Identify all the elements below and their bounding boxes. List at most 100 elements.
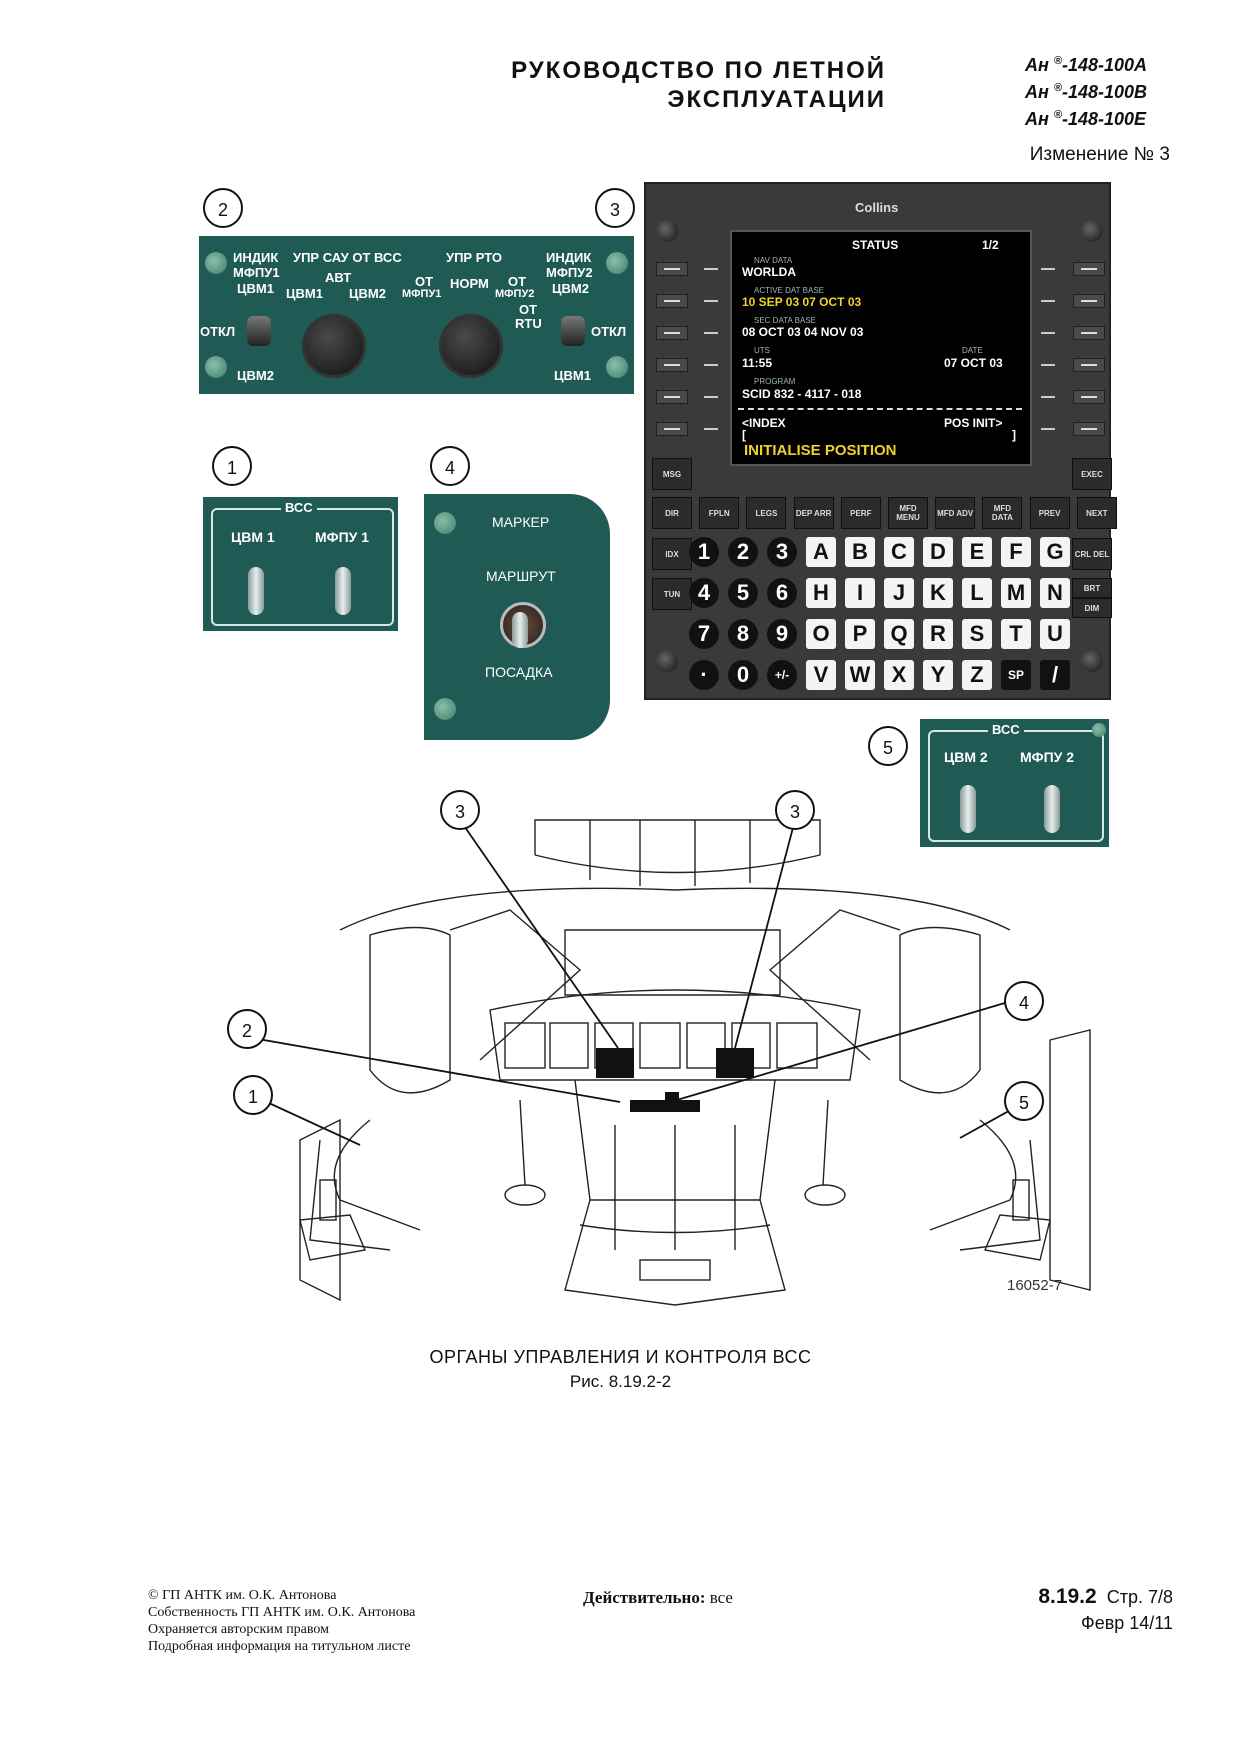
lsk-6r[interactable] bbox=[1073, 422, 1105, 436]
key-alpha-3-7[interactable]: Z bbox=[962, 660, 992, 690]
label-otkl-right: ОТКЛ bbox=[591, 324, 627, 339]
key-alpha-0-7[interactable]: E bbox=[962, 537, 992, 567]
lsk-1r[interactable] bbox=[1073, 262, 1105, 276]
key-alpha-2-4[interactable]: P bbox=[845, 619, 875, 649]
func-key-fpln[interactable]: FPLN bbox=[699, 497, 740, 529]
clr-del-key[interactable]: CRL DEL bbox=[1072, 538, 1112, 570]
dim-key[interactable]: DIM bbox=[1072, 598, 1112, 618]
key-num-2-0[interactable]: 7 bbox=[689, 619, 719, 649]
model-2: Ан ®-148-100В bbox=[1025, 82, 1148, 102]
lsk-5r[interactable] bbox=[1073, 390, 1105, 404]
msg-key[interactable]: MSG bbox=[652, 458, 692, 490]
key-alpha-2-5[interactable]: Q bbox=[884, 619, 914, 649]
key-alpha-1-7[interactable]: L bbox=[962, 578, 992, 608]
key-num-1-2[interactable]: 6 bbox=[767, 578, 797, 608]
key-alpha-2-6[interactable]: R bbox=[923, 619, 953, 649]
screw-icon bbox=[205, 252, 227, 274]
toggle-tsvm-2[interactable] bbox=[960, 785, 976, 833]
toggle-marker[interactable] bbox=[512, 612, 528, 648]
key-alpha-1-6[interactable]: K bbox=[923, 578, 953, 608]
panel-4: МАРКЕР МАРШРУТ ПОСАДКА bbox=[424, 494, 610, 740]
key-alpha-3-4[interactable]: W bbox=[845, 660, 875, 690]
idx-key[interactable]: IDX bbox=[652, 538, 692, 570]
key-alpha-3-9[interactable]: / bbox=[1040, 660, 1070, 690]
key-alpha-2-9[interactable]: U bbox=[1040, 619, 1070, 649]
key-alpha-2-3[interactable]: O bbox=[806, 619, 836, 649]
upr-sau-selector-knob[interactable] bbox=[302, 314, 366, 378]
lsk-3l[interactable] bbox=[656, 326, 688, 340]
key-num-3-0[interactable]: · bbox=[689, 660, 719, 690]
key-num-0-1[interactable]: 2 bbox=[728, 537, 758, 567]
key-num-3-2[interactable]: +/- bbox=[767, 660, 797, 690]
exec-key[interactable]: EXEC bbox=[1072, 458, 1112, 490]
key-num-2-2[interactable]: 9 bbox=[767, 619, 797, 649]
upr-rto-selector-knob[interactable] bbox=[439, 314, 503, 378]
title-line-2: ЭКСПЛУАТАЦИИ bbox=[667, 86, 886, 113]
key-alpha-0-3[interactable]: A bbox=[806, 537, 836, 567]
label-marker: МАРКЕР bbox=[492, 514, 550, 530]
label-mfpu-1: МФПУ 1 bbox=[315, 529, 370, 545]
figure-number: Рис. 8.19.2-2 bbox=[569, 1372, 672, 1391]
key-alpha-1-5[interactable]: J bbox=[884, 578, 914, 608]
toggle-mfpu-2[interactable] bbox=[1044, 785, 1060, 833]
screw-icon bbox=[606, 356, 628, 378]
callout-2-drawing: 2 bbox=[227, 1009, 267, 1049]
key-alpha-0-6[interactable]: D bbox=[923, 537, 953, 567]
label-indik-left: ИНДИК bbox=[233, 250, 279, 265]
key-alpha-0-9[interactable]: G bbox=[1040, 537, 1070, 567]
lsk-4r[interactable] bbox=[1073, 358, 1105, 372]
uts-value: 11:55 bbox=[742, 356, 773, 370]
cockpit-overview-drawing bbox=[251, 819, 1091, 1306]
func-key-perf[interactable]: PERF bbox=[840, 497, 881, 529]
key-alpha-1-4[interactable]: I bbox=[845, 578, 875, 608]
key-num-0-0[interactable]: 1 bbox=[689, 537, 719, 567]
brt-key[interactable]: BRT bbox=[1072, 578, 1112, 598]
manual-title: РУКОВОДСТВО ПО ЛЕТНОЙ ЭКСПЛУАТАЦИИ bbox=[511, 56, 886, 114]
func-key-prev[interactable]: PREV bbox=[1029, 497, 1070, 529]
func-key-mfd-adv[interactable]: MFD ADV bbox=[935, 497, 976, 529]
footer-copyright-block: © ГП АНТК им. О.К. Антонова Собственност… bbox=[148, 1587, 415, 1655]
func-key-dep-arr[interactable]: DEP ARR bbox=[793, 497, 834, 529]
toggle-indik-left[interactable] bbox=[247, 316, 271, 346]
key-alpha-1-3[interactable]: H bbox=[806, 578, 836, 608]
key-alpha-3-8[interactable]: SP bbox=[1001, 660, 1031, 690]
lsk-2r[interactable] bbox=[1073, 294, 1105, 308]
key-alpha-3-3[interactable]: V bbox=[806, 660, 836, 690]
tun-key[interactable]: TUN bbox=[652, 578, 692, 610]
key-num-3-1[interactable]: 0 bbox=[728, 660, 758, 690]
key-alpha-1-9[interactable]: N bbox=[1040, 578, 1070, 608]
lsk-5l[interactable] bbox=[656, 390, 688, 404]
lsk-mark bbox=[704, 268, 718, 270]
func-key-dir[interactable]: DIR bbox=[652, 497, 692, 529]
key-alpha-2-7[interactable]: S bbox=[962, 619, 992, 649]
label-tsvm2-right: ЦВМ2 bbox=[552, 281, 589, 296]
func-key-legs[interactable]: LEGS bbox=[746, 497, 787, 529]
func-key-mfd-data[interactable]: MFD DATA bbox=[982, 497, 1023, 529]
key-num-2-1[interactable]: 8 bbox=[728, 619, 758, 649]
callout-5-drawing: 5 bbox=[1004, 1081, 1044, 1121]
key-alpha-0-5[interactable]: C bbox=[884, 537, 914, 567]
key-alpha-3-5[interactable]: X bbox=[884, 660, 914, 690]
panel-5-title: ВСС bbox=[988, 722, 1024, 737]
toggle-tsvm-1[interactable] bbox=[248, 567, 264, 615]
key-alpha-2-8[interactable]: T bbox=[1001, 619, 1031, 649]
lsk-6l[interactable] bbox=[656, 422, 688, 436]
key-alpha-0-4[interactable]: B bbox=[845, 537, 875, 567]
lsk-1l[interactable] bbox=[656, 262, 688, 276]
lsk-4l[interactable] bbox=[656, 358, 688, 372]
key-alpha-1-8[interactable]: M bbox=[1001, 578, 1031, 608]
func-key-mfd-menu[interactable]: MFD MENU bbox=[888, 497, 928, 529]
func-key-next[interactable]: NEXT bbox=[1076, 497, 1117, 529]
key-alpha-3-6[interactable]: Y bbox=[923, 660, 953, 690]
key-num-1-1[interactable]: 5 bbox=[728, 578, 758, 608]
key-num-1-0[interactable]: 4 bbox=[689, 578, 719, 608]
key-num-0-2[interactable]: 3 bbox=[767, 537, 797, 567]
toggle-indik-right[interactable] bbox=[561, 316, 585, 346]
panel-2: ИНДИК МФПУ1 ЦВМ1 ОТКЛ ЦВМ2 УПР САУ ОТ ВС… bbox=[199, 236, 634, 394]
label-otkl-left: ОТКЛ bbox=[200, 324, 236, 339]
toggle-mfpu-1[interactable] bbox=[335, 567, 351, 615]
lsk-mark bbox=[704, 332, 718, 334]
lsk-2l[interactable] bbox=[656, 294, 688, 308]
lsk-3r[interactable] bbox=[1073, 326, 1105, 340]
key-alpha-0-8[interactable]: F bbox=[1001, 537, 1031, 567]
